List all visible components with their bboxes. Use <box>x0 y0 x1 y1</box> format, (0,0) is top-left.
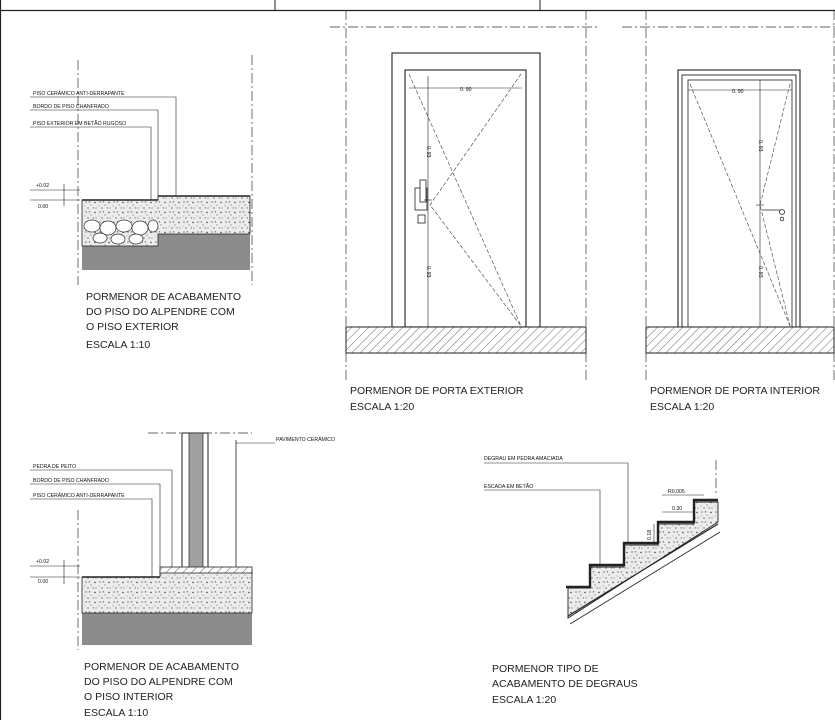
door-ext-width: 0. 90 <box>460 87 472 93</box>
floor-slab <box>345 326 587 354</box>
callout-pedra-peito: PEDRA DE PEITO <box>33 464 76 470</box>
caption-degraus: PORMENOR TIPO DE ACABAMENTO DE DEGRAUS E… <box>492 662 638 708</box>
dim-tread: 0.30 <box>672 506 682 512</box>
dim-riser: 0.18 <box>647 530 653 540</box>
callout-pavimento-ceramico: PAVIMENTO CERÂMICO <box>276 436 335 443</box>
level-zero: 0.00 <box>38 204 48 210</box>
concrete-slab <box>81 195 251 247</box>
caption-scale: ESCALA 1:20 <box>650 401 715 413</box>
door-int-height-top: 0. 93 <box>757 140 763 152</box>
callout-degrau: DEGRAU EM PEDRA AMACIADA <box>484 456 563 462</box>
caption-scale: ESCALA 1:20 <box>350 401 415 413</box>
callout-bordo-chanfrado: BORDO DE PISO CHANFRADO <box>33 104 109 110</box>
dim-radius: R0.005 <box>668 489 685 495</box>
detail-degraus: DEGRAU EM PEDRA AMACIADA ESCADA EM BETÃO… <box>484 456 721 625</box>
caption-line: ACABAMENTO DE DEGRAUS <box>492 678 638 690</box>
stone-fill <box>83 219 159 245</box>
wall-core <box>188 432 204 572</box>
door-handle-interior <box>762 209 785 222</box>
stair-body <box>567 501 719 619</box>
level-plus: +0.02 <box>36 183 49 189</box>
stair-finish <box>566 498 718 589</box>
caption-line: DO PISO DO ALPENDRE COM <box>84 676 233 688</box>
door-ext-height-top: 0. 93 <box>425 146 431 158</box>
door-int-width: 0. 90 <box>732 89 744 95</box>
callout-piso-exterior: PISO EXTERIOR EM BETÃO RUGOSO <box>33 120 126 127</box>
caption-scale: ESCALA 1:10 <box>84 707 149 719</box>
caption-porta-exterior: PORMENOR DE PORTA EXTERIOR ESCALA 1:20 <box>350 384 523 415</box>
detail-porta-exterior: 0. 90 0. 93 0. 93 <box>330 10 600 380</box>
callout-piso-ceramico: PISO CERÂMICO ANTI-DERRAPANTE <box>33 90 125 97</box>
door-frame <box>677 69 801 328</box>
caption-line: PORMENOR DE PORTA INTERIOR <box>650 385 820 397</box>
caption-line: O PISO EXTERIOR <box>86 321 179 333</box>
caption-scale: ESCALA 1:20 <box>492 694 557 706</box>
level-plus: +0.02 <box>36 559 49 565</box>
caption-line: DO PISO DO ALPENDRE COM <box>86 306 235 318</box>
callout-piso-ceramico: PISO CERÂMICO ANTI-DERRAPANTE <box>33 492 125 499</box>
ground-layer <box>82 613 252 645</box>
door-ext-height-bottom: 0. 93 <box>425 266 431 278</box>
detail-alpendre-interior: PAVIMENTO CERÂMICO PEDRA DE PEITO BORDO … <box>30 432 335 650</box>
caption-porta-interior: PORMENOR DE PORTA INTERIOR ESCALA 1:20 <box>650 384 820 415</box>
caption-line: PORMENOR TIPO DE <box>492 663 599 675</box>
detail-porta-interior: 0. 90 0. 93 0. 93 <box>622 10 835 380</box>
floor-slab <box>645 326 835 354</box>
caption-alpendre-interior: PORMENOR DE ACABAMENTO DO PISO DO ALPEND… <box>84 660 239 721</box>
caption-line: PORMENOR DE ACABAMENTO <box>86 291 241 303</box>
detail-alpendre-exterior: PISO CERÂMICO ANTI-DERRAPANTE BORDO DE P… <box>30 55 253 285</box>
caption-scale: ESCALA 1:10 <box>86 339 151 351</box>
door-frame-outer <box>391 52 541 328</box>
caption-line: O PISO INTERIOR <box>84 691 174 703</box>
door-int-height-bottom: 0. 93 <box>757 266 763 278</box>
caption-alpendre-exterior: PORMENOR DE ACABAMENTO DO PISO DO ALPEND… <box>86 290 241 353</box>
level-zero: 0.00 <box>38 579 48 585</box>
door-handle <box>414 179 428 224</box>
pedra-de-peito <box>159 566 253 574</box>
caption-line: PORMENOR DE ACABAMENTO <box>84 661 239 673</box>
caption-line: PORMENOR DE PORTA EXTERIOR <box>350 385 524 397</box>
callout-bordo-chanfrado: BORDO DE PISO CHANFRADO <box>33 478 109 484</box>
door-leaf <box>681 74 797 328</box>
callout-escada: ESCADA EM BETÃO <box>484 483 533 490</box>
